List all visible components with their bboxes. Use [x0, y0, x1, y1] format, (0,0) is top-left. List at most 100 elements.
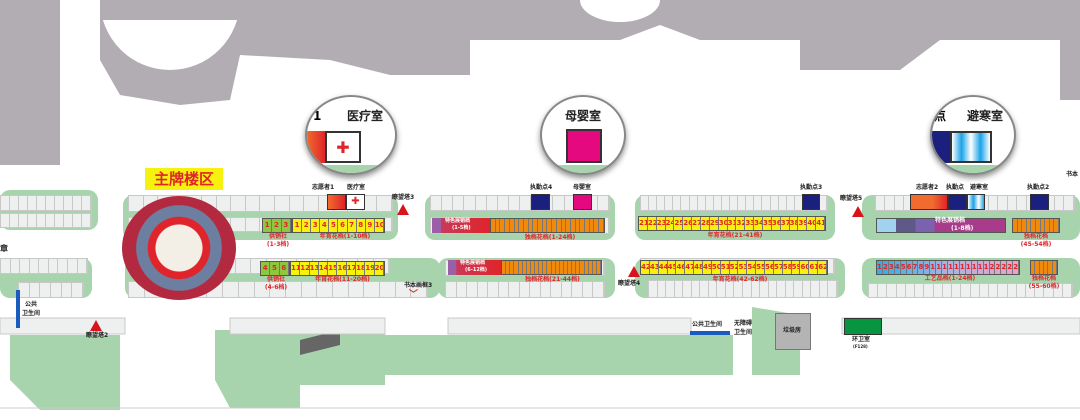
stall[interactable] [527, 261, 531, 274]
stall[interactable]: 8 [918, 261, 925, 274]
stall[interactable]: 12 [942, 261, 949, 274]
stall[interactable] [568, 261, 573, 274]
stall[interactable] [552, 261, 556, 274]
stall[interactable]: 9 [366, 219, 375, 232]
stall[interactable] [524, 219, 529, 232]
stall[interactable]: 4 [320, 219, 330, 232]
stall[interactable] [1035, 261, 1040, 274]
stall[interactable]: 38 [790, 217, 799, 230]
stall[interactable] [560, 261, 564, 274]
stall[interactable]: 6 [338, 219, 348, 232]
stall[interactable]: 21 [995, 261, 1002, 274]
stall[interactable] [1054, 219, 1059, 232]
stall[interactable] [547, 261, 552, 274]
stall[interactable] [1031, 219, 1036, 232]
stall[interactable]: 35 [763, 217, 772, 230]
stall[interactable]: 2 [272, 219, 282, 232]
stall[interactable]: 3 [311, 219, 321, 232]
stall[interactable]: 17 [347, 262, 357, 275]
stall[interactable] [500, 219, 506, 232]
stall[interactable] [580, 219, 586, 232]
stall[interactable]: 27 [692, 217, 702, 230]
stall[interactable]: 29 [710, 217, 719, 230]
stall[interactable] [531, 261, 535, 274]
stall[interactable]: 6 [280, 262, 289, 275]
stall[interactable]: 12 [300, 262, 310, 275]
stall[interactable]: 18 [356, 262, 366, 275]
stall[interactable]: 33 [745, 217, 755, 230]
stall[interactable] [547, 219, 553, 232]
stall[interactable]: 22 [648, 217, 657, 230]
stall[interactable] [529, 219, 534, 232]
stall[interactable] [580, 261, 585, 274]
stall[interactable]: 30 [719, 217, 728, 230]
stall[interactable]: 34 [754, 217, 764, 230]
stall[interactable]: 28 [701, 217, 710, 230]
stall[interactable] [538, 219, 543, 232]
stall[interactable]: 36 [772, 217, 781, 230]
stall[interactable]: 9 [924, 261, 931, 274]
stall[interactable] [1031, 261, 1036, 274]
stall[interactable]: 14 [954, 261, 960, 274]
stall[interactable]: 7 [913, 261, 919, 274]
stall[interactable]: 47 [685, 261, 695, 274]
stall[interactable]: 26 [683, 217, 693, 230]
stall[interactable] [1044, 261, 1049, 274]
stall[interactable]: 18 [978, 261, 984, 274]
stall[interactable]: 13 [310, 262, 319, 275]
stall[interactable] [1050, 219, 1055, 232]
stall[interactable]: 11 [291, 262, 301, 275]
stall[interactable] [589, 261, 593, 274]
stall[interactable]: 5 [901, 261, 907, 274]
stall[interactable]: 17 [972, 261, 978, 274]
stall[interactable] [1013, 219, 1018, 232]
stall[interactable] [506, 261, 511, 274]
stall[interactable]: 19 [984, 261, 990, 274]
stall[interactable]: 58 [783, 261, 792, 274]
stall[interactable]: 16 [966, 261, 972, 274]
stall[interactable] [515, 219, 520, 232]
stall[interactable] [502, 261, 507, 274]
stall[interactable] [1048, 261, 1053, 274]
stall[interactable]: 43 [650, 261, 659, 274]
stall[interactable]: 3 [889, 261, 895, 274]
stall[interactable]: 37 [781, 217, 790, 230]
stall[interactable]: 53 [738, 261, 748, 274]
stall[interactable] [576, 219, 581, 232]
stall[interactable]: 59 [792, 261, 801, 274]
special-stalls-c[interactable] [876, 218, 1006, 233]
stall[interactable] [1053, 261, 1057, 274]
stall[interactable]: 11 [936, 261, 943, 274]
orange-stalls-45-54[interactable] [1012, 218, 1060, 233]
stall[interactable] [523, 261, 527, 274]
stall[interactable]: 52 [730, 261, 739, 274]
stall[interactable]: 10 [375, 219, 384, 232]
stall[interactable]: 2 [883, 261, 889, 274]
stall[interactable] [1040, 261, 1044, 274]
stall[interactable]: 48 [694, 261, 704, 274]
special-stalls-6-12[interactable] [448, 260, 501, 275]
stall[interactable]: 24 [666, 217, 675, 230]
stall[interactable]: 19 [365, 262, 375, 275]
main-arch-image[interactable] [122, 196, 236, 300]
stall[interactable]: 25 [674, 217, 684, 230]
orange-stalls-1-24[interactable] [490, 218, 605, 233]
stall[interactable]: 56 [765, 261, 774, 274]
stall[interactable] [585, 261, 589, 274]
stall[interactable]: 3 [282, 219, 291, 232]
stall[interactable] [539, 261, 544, 274]
stall[interactable] [543, 261, 548, 274]
stall[interactable]: 60 [800, 261, 810, 274]
stall[interactable] [576, 261, 581, 274]
stall[interactable]: 54 [747, 261, 757, 274]
stall[interactable]: 49 [703, 261, 712, 274]
stall[interactable]: 20 [990, 261, 996, 274]
stall[interactable]: 13 [948, 261, 954, 274]
stall[interactable]: 4 [895, 261, 901, 274]
stall[interactable]: 6 [907, 261, 913, 274]
stall[interactable] [510, 219, 515, 232]
